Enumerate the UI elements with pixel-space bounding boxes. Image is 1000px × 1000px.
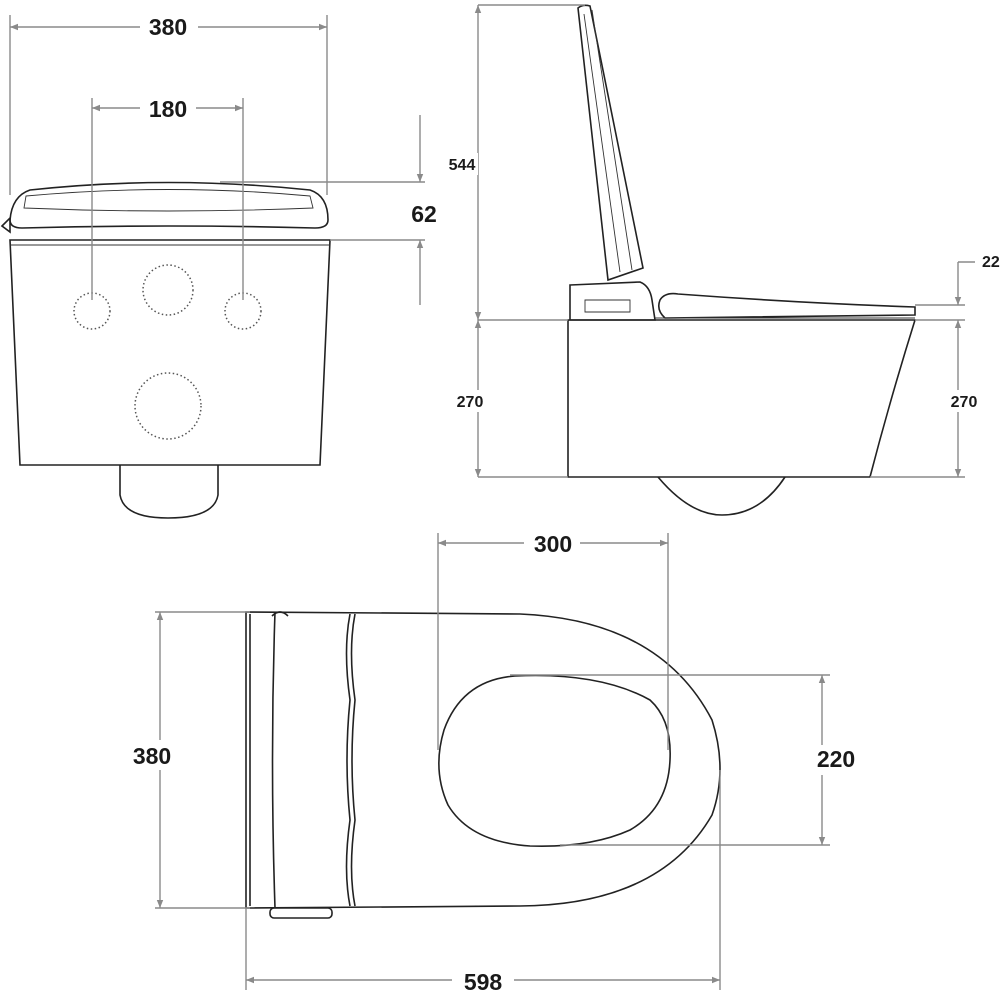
side-base-unit (569, 281, 656, 321)
dim-top-width: 380 (133, 743, 171, 769)
dim-front-width: 380 (149, 14, 187, 40)
top-view: 300 380 220 598 (128, 530, 862, 996)
dim-total-height: 544 (449, 157, 476, 174)
outlet-hole (134, 372, 202, 440)
side-bowl-bottom (657, 476, 786, 516)
front-seat-lid (9, 181, 329, 229)
side-seat (658, 292, 916, 319)
control-buttons (269, 907, 333, 919)
dim-inlet-spacing: 180 (149, 96, 187, 122)
top-outline (245, 611, 721, 909)
side-view: 544 270 22 270 (446, 4, 1000, 516)
dim-seat-thickness: 22 (982, 254, 1000, 271)
front-tank-body (9, 239, 331, 466)
front-bowl-bottom (119, 465, 219, 519)
bowl-opening (438, 674, 671, 847)
dim-body-height-right: 270 (951, 394, 978, 411)
side-raised-lid (577, 4, 644, 282)
dim-depth: 598 (464, 969, 503, 995)
dim-seat-height: 62 (411, 201, 437, 227)
front-view: 380 180 62 (0, 12, 437, 519)
dim-opening-length: 300 (534, 531, 572, 557)
dim-body-height-left: 270 (457, 394, 484, 411)
dim-opening-width: 220 (817, 746, 855, 772)
side-body (567, 319, 917, 478)
water-inlet-hole (142, 264, 194, 316)
